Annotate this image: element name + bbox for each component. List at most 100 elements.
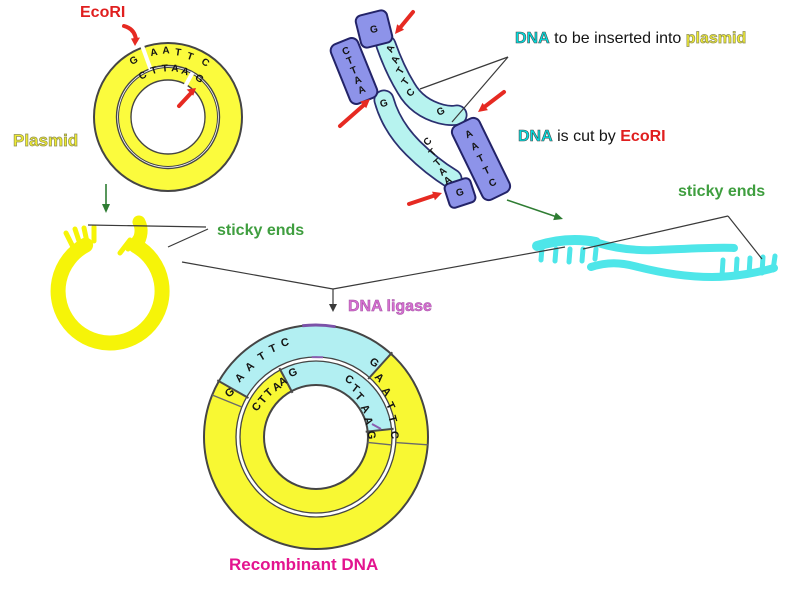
base-letter: T <box>385 414 398 424</box>
base-letter: G <box>365 430 378 440</box>
recombinant-inner-plasmid-arc <box>240 369 392 514</box>
insert-pointer-line <box>451 56 509 123</box>
recombinant-hole-edge <box>263 384 369 490</box>
recombinant-outer-plasmid-arc <box>204 353 428 550</box>
red-arrow-icon <box>407 193 438 206</box>
red-arrow-icon <box>122 24 138 42</box>
base-letter: A <box>149 47 158 59</box>
opened-plasmid <box>50 215 170 351</box>
base-letter: A <box>171 63 179 75</box>
base-letter: C <box>487 177 498 190</box>
cut-caption-ecori: EcoRI <box>620 128 666 145</box>
base-letter: T <box>174 47 182 59</box>
upper-strand-thick-end <box>532 234 601 251</box>
left-end-block-sequence: C T T A A <box>341 45 368 97</box>
sticky-pointer-line <box>727 215 763 260</box>
insert-top-strand <box>377 36 466 125</box>
insert-pointer-line <box>419 56 509 90</box>
recombinant-plasmid: G A A T T C G A A T T C C T T A A G C T … <box>203 323 429 550</box>
red-arrowhead-icon <box>360 99 370 109</box>
sticky-pointer-line <box>167 228 209 248</box>
red-arrow-icon <box>338 102 367 128</box>
base-letter: G <box>455 186 466 199</box>
ecori-cut-arrows-plasmid <box>122 24 196 108</box>
sticky-ends-right-label: sticky ends <box>678 183 766 200</box>
base-letter: T <box>476 153 486 166</box>
cut-end-blocks <box>329 9 512 209</box>
ligase-merge-line <box>181 261 334 290</box>
base-letter: A <box>353 74 364 87</box>
cut-caption-middle: is cut by <box>552 128 621 145</box>
red-arrowhead-icon <box>186 88 196 96</box>
base-letter: T <box>432 157 444 169</box>
base-letter: A <box>361 415 375 426</box>
base-letter: A <box>384 43 397 54</box>
upper-strand-teeth <box>538 245 599 265</box>
base-letter: A <box>356 84 367 97</box>
recombinant-dna-label: Recombinant DNA <box>229 555 379 574</box>
base-letter: A <box>464 128 475 141</box>
base-letter: A <box>162 45 170 56</box>
base-letter: A <box>389 54 402 66</box>
insert-strands <box>373 34 468 190</box>
base-letter: C <box>388 431 401 440</box>
base-letter: A <box>180 66 190 79</box>
base-letter: T <box>395 65 408 76</box>
base-letter: T <box>400 76 412 87</box>
sticky-pointer-line <box>87 224 207 228</box>
base-letter: G <box>287 366 299 380</box>
pointer-lines <box>87 56 763 306</box>
base-letter: G <box>435 105 447 118</box>
purple-border-remnant <box>302 323 336 329</box>
right-end-block <box>450 116 512 202</box>
red-arrowhead-icon <box>395 24 405 34</box>
ecori-label: EcoRI <box>80 4 126 21</box>
base-letter: T <box>482 165 492 178</box>
red-arrow-icon <box>177 90 194 108</box>
base-letter: T <box>268 342 279 356</box>
plasmid-label: Plasmid <box>13 131 79 150</box>
red-arrowhead-icon <box>432 191 442 201</box>
diagonal-arrow-icon <box>506 199 558 218</box>
base-letter: C <box>280 336 291 350</box>
faint-box-lines <box>211 394 428 446</box>
base-letter: T <box>345 55 355 67</box>
red-arrow-icon <box>397 10 415 31</box>
plasmid-circle: G A A T T C C T T A A G <box>93 24 243 192</box>
lower-strand-teeth <box>719 253 778 279</box>
fragment-sequences: G C T T A A A A T T C G A A T T C G C <box>341 24 499 200</box>
flow-arrows <box>102 184 563 221</box>
red-arrow-icon <box>481 90 506 110</box>
recombinant-inner-insert-arc <box>280 361 392 433</box>
cut-dna-fragments: G C T T A A A A T T C G A A T T C G C <box>329 9 512 209</box>
ligation-junctions <box>216 351 394 433</box>
recombinant-outer-insert-arc <box>219 325 391 398</box>
cut-caption-dna: DNA <box>518 128 553 146</box>
linear-dna-sticky-ends <box>532 234 778 282</box>
recombinant-inner-outer-edge <box>239 360 393 514</box>
plasmid-sticky-teeth <box>63 224 146 256</box>
insert-caption-middle: to be inserted into <box>549 30 686 47</box>
base-letter: C <box>137 69 149 82</box>
top-end-block <box>354 9 394 49</box>
base-letter: T <box>383 400 397 412</box>
ligase-merge-line <box>332 246 566 290</box>
base-letter: G <box>369 24 379 36</box>
cut-caption: DNA is cut by EcoRI <box>518 128 666 146</box>
insert-caption-plasmid: plasmid <box>685 30 747 48</box>
insert-caption: DNA to be inserted into plasmid <box>515 30 747 48</box>
base-letter: T <box>349 65 359 77</box>
base-letter: T <box>161 63 168 74</box>
base-letter: T <box>149 65 158 77</box>
ecori-cut-arrows-fragment <box>338 10 506 206</box>
purple-border-remnant <box>371 423 382 430</box>
dna-ligase-label: DNA ligase <box>348 298 432 315</box>
ligase-arrowhead-icon <box>329 304 337 312</box>
base-letter: C <box>341 45 352 58</box>
red-arrowhead-icon <box>131 37 140 46</box>
plasmid-inner-cut <box>183 71 195 87</box>
opened-plasmid-ring <box>50 237 170 351</box>
sticky-ends-left-label: sticky ends <box>217 222 305 239</box>
